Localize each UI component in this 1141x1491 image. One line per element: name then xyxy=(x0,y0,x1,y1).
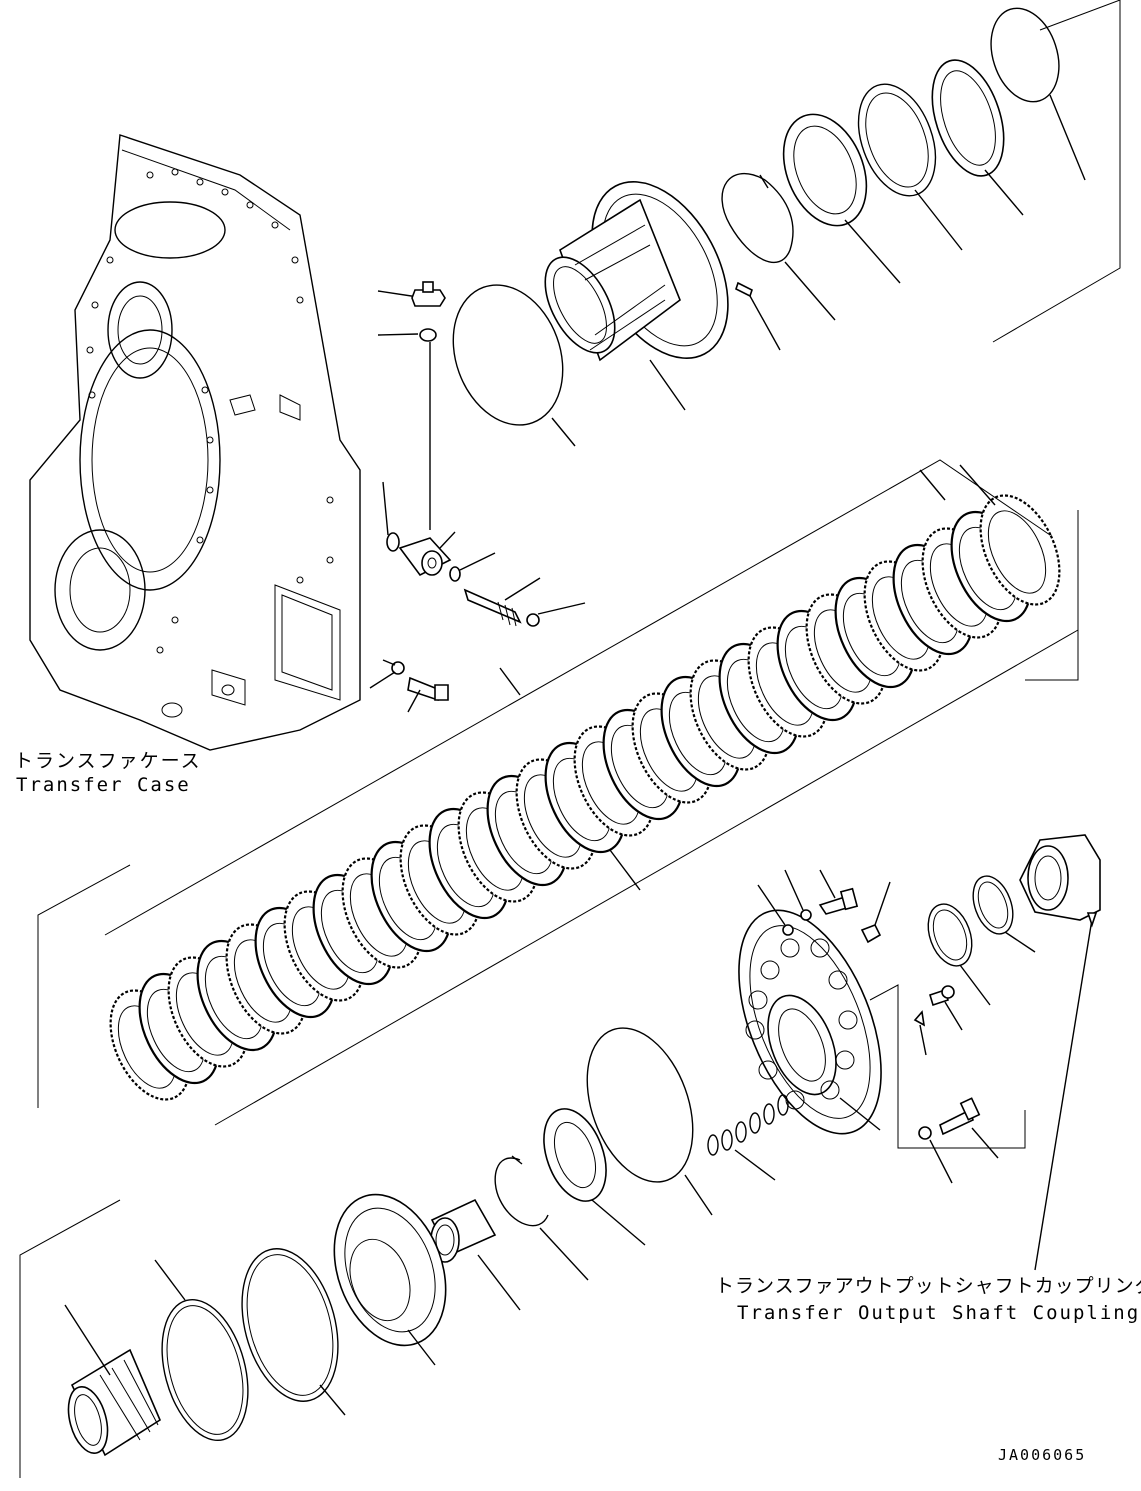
large-oring xyxy=(452,284,576,447)
transfer-case-label-en: Transfer Case xyxy=(16,774,191,796)
output-shaft-coupling xyxy=(1019,834,1101,1271)
upper-small-parts xyxy=(721,0,1121,351)
lower-row-parts xyxy=(19,1027,789,1478)
transfer-case-housing xyxy=(29,134,361,751)
plug-and-oring-group xyxy=(369,281,586,713)
transfer-case-label-jp: トランスファケース xyxy=(14,750,202,772)
drawing-number: JA006065 xyxy=(998,1446,1087,1464)
carrier-assembly xyxy=(738,869,1036,1184)
coupling-label-jp: トランスファアウトプットシャフトカップリング xyxy=(715,1275,1141,1297)
clutch-housing xyxy=(544,181,729,411)
clutch-plate-pack xyxy=(109,494,1061,1101)
clutch-plate-inner xyxy=(987,510,1047,594)
coupling-label-en: Transfer Output Shaft Coupling xyxy=(737,1302,1141,1324)
plate-pack-frame xyxy=(37,459,1079,1126)
plate-pack-leaders xyxy=(499,464,996,891)
